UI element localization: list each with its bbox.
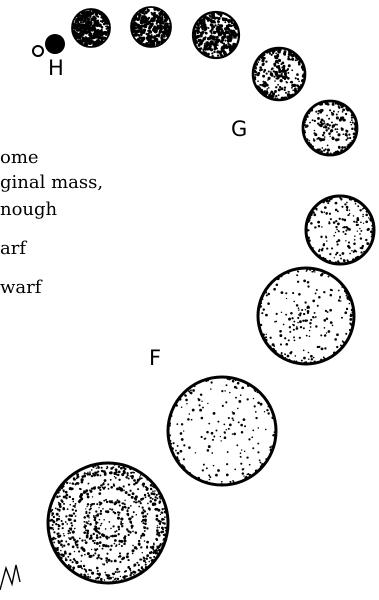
star-stage-11 xyxy=(46,461,170,585)
star-stage-10 xyxy=(166,375,278,487)
sketch-edge-mark xyxy=(0,564,21,591)
star-stage-4 xyxy=(130,6,172,48)
label-f-text: F xyxy=(149,346,162,370)
caption-line-3: nough xyxy=(0,199,58,220)
caption-line-5: warf xyxy=(0,277,42,298)
caption-line-2: ginal mass, xyxy=(0,172,104,193)
star-stage-6 xyxy=(251,46,307,102)
caption-line-4: arf xyxy=(0,238,26,259)
star-stage-7 xyxy=(301,99,359,157)
label-g-text: G xyxy=(231,117,248,141)
caption-line-1: ome xyxy=(0,147,39,168)
star-stage-1 xyxy=(32,45,44,57)
star-stage-2 xyxy=(45,34,65,54)
star-stage-5 xyxy=(191,10,241,60)
label-h-text: H xyxy=(48,56,64,80)
star-stage-9 xyxy=(256,266,356,366)
star-stage-8 xyxy=(304,194,376,266)
star-stage-3 xyxy=(71,8,111,48)
